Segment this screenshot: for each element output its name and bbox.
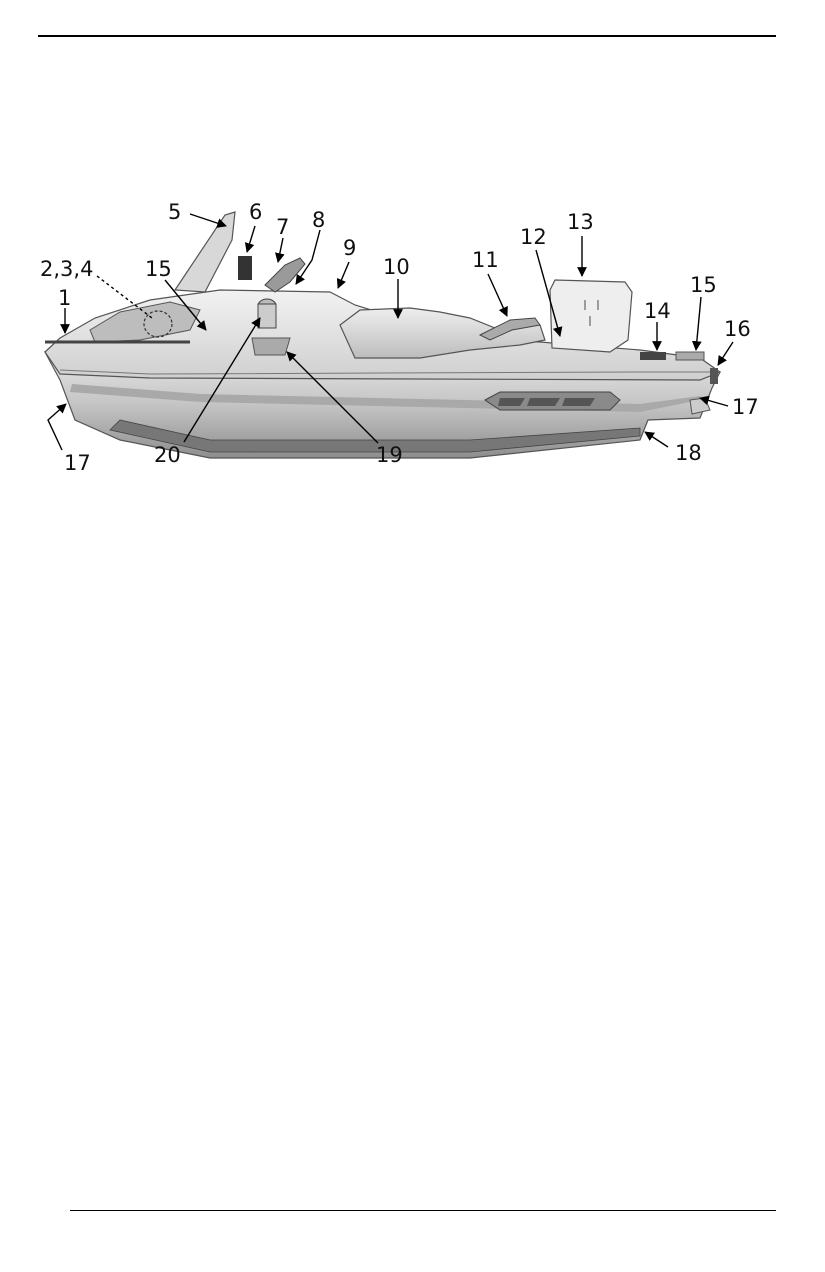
callout-17-left: 17 <box>64 451 91 475</box>
windshield <box>173 211 236 293</box>
mirror <box>238 256 252 280</box>
rear-storage-box <box>549 279 633 353</box>
callout-15-left: 15 <box>145 257 172 281</box>
footer-rule <box>70 1210 776 1211</box>
watercraft-illustration <box>43 211 722 459</box>
callout-19: 19 <box>376 443 403 467</box>
callout-11: 11 <box>472 248 499 272</box>
dashed-detail-circle <box>143 310 173 338</box>
rear-light <box>710 368 718 384</box>
leader-lines <box>47 213 734 451</box>
callout-5: 5 <box>168 200 181 224</box>
callout-labels: 1 2,3,4 5 6 7 8 9 10 11 12 13 14 15 15 1… <box>40 200 759 475</box>
callout-13: 13 <box>567 210 594 234</box>
callout-16: 16 <box>724 317 751 341</box>
callout-18: 18 <box>675 441 702 465</box>
callout-1: 1 <box>58 286 71 310</box>
callout-14: 14 <box>644 299 671 323</box>
callout-10: 10 <box>383 255 410 279</box>
callout-6: 6 <box>249 200 262 224</box>
callout-8: 8 <box>312 208 325 232</box>
callout-17-right: 17 <box>732 395 759 419</box>
handlebar <box>264 257 306 293</box>
callout-15-right: 15 <box>690 273 717 297</box>
callout-12: 12 <box>520 225 547 249</box>
hull-keel-band <box>109 419 641 453</box>
callout-9: 9 <box>343 236 356 260</box>
grab-handle <box>478 317 541 341</box>
side-vents <box>484 391 621 411</box>
callout-20: 20 <box>154 443 181 467</box>
rear-platform-cover <box>640 352 666 360</box>
callout-7: 7 <box>276 215 289 239</box>
header-rule <box>38 35 776 37</box>
callout-2-3-4: 2,3,4 <box>40 257 93 281</box>
